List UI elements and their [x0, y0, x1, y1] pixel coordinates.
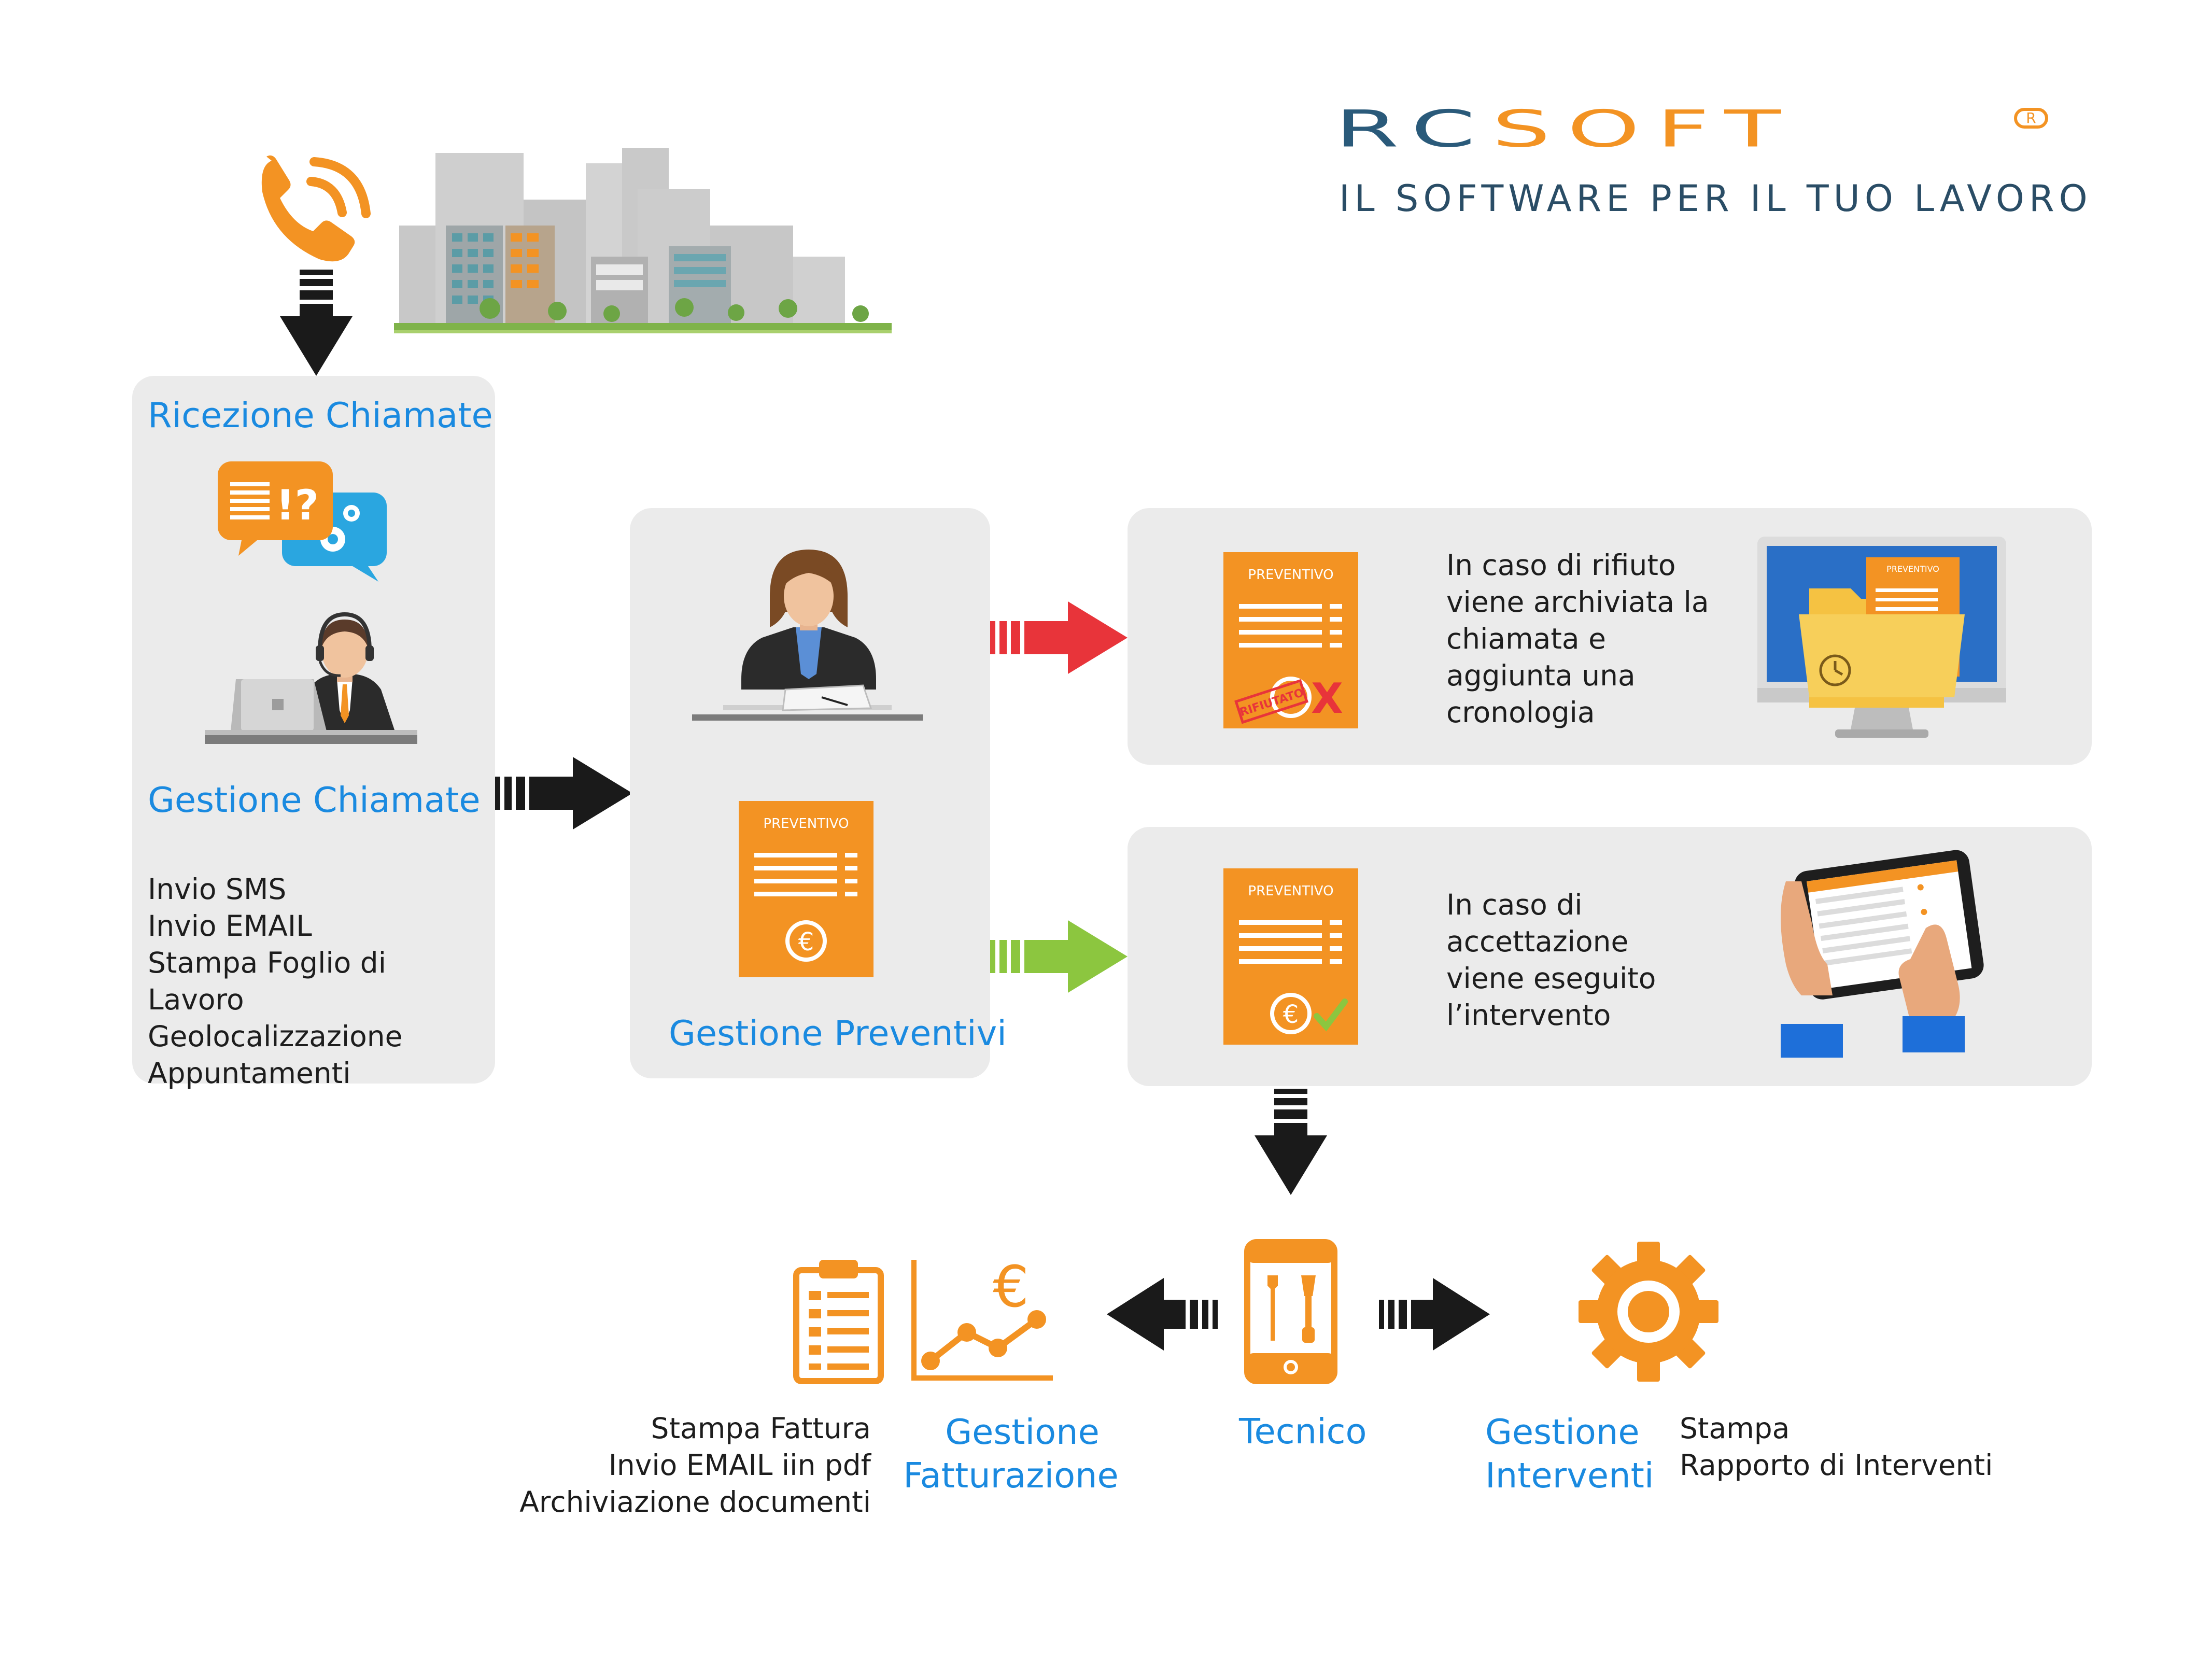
- list-item: Invio EMAIL: [148, 909, 312, 943]
- city-skyline-icon: [394, 148, 892, 333]
- description-line: accettazione: [1446, 925, 1629, 958]
- quote-document-accepted-icon: PREVENTIVO €: [1223, 868, 1358, 1045]
- interventi-title-line2: Interventi: [1485, 1455, 1654, 1496]
- gestione-preventivi-title: Gestione Preventivi: [669, 1013, 1007, 1053]
- description-line: aggiunta una: [1446, 659, 1636, 692]
- logo-part-rc: RC: [1335, 99, 1492, 159]
- list-item: Stampa Fattura: [651, 1412, 871, 1445]
- monitor-archive-icon: PREVENTIVO X: [1757, 537, 2006, 738]
- logo-registered-mark: R: [2014, 108, 2048, 129]
- logo-wordmark: RCSOFT: [1335, 104, 1797, 154]
- chiamate-feature-list: Invio SMS Invio EMAIL Stampa Foglio di L…: [148, 871, 485, 1092]
- red-arrow-rifiuto: [990, 601, 1128, 674]
- svg-text:PREVENTIVO: PREVENTIVO: [1248, 883, 1333, 899]
- green-arrow-accettazione: [990, 920, 1128, 993]
- down-arrow-phone: [280, 270, 353, 376]
- quote-document-icon: PREVENTIVO €: [739, 801, 873, 977]
- fatturazione-title-line2: Fatturazione: [903, 1455, 1119, 1496]
- accettazione-description: In caso di accettazione viene eseguito l…: [1446, 887, 1737, 1034]
- tecnico-title: Tecnico: [1239, 1411, 1367, 1452]
- description-line: viene eseguito: [1446, 962, 1656, 995]
- description-line: cronologia: [1446, 696, 1595, 729]
- description-line: viene archiviata la: [1446, 585, 1709, 618]
- list-item: Archiviazione documenti: [519, 1485, 871, 1519]
- interventi-feature-list: Stampa Rapporto di Interventi: [1680, 1410, 2042, 1484]
- fatturazione-title: Gestione Fatturazione: [903, 1410, 1143, 1497]
- description-line: chiamata e: [1446, 622, 1606, 655]
- svg-text:PREVENTIVO: PREVENTIVO: [763, 816, 849, 832]
- list-item: Stampa Foglio di Lavoro: [148, 946, 386, 1016]
- description-line: l’intervento: [1446, 999, 1611, 1032]
- interventi-title-line1: Gestione: [1485, 1412, 1640, 1452]
- logo: RCSOFT R IL SOFTWARE PER IL TUO LAVORO: [1335, 104, 2088, 223]
- right-arrow-interventi: [1379, 1278, 1490, 1351]
- right-arrow-chiamate-preventivi: [495, 757, 632, 830]
- list-item: Stampa: [1680, 1412, 1790, 1445]
- svg-text:€: €: [1283, 1000, 1299, 1029]
- svg-text:PREVENTIVO: PREVENTIVO: [1886, 564, 1939, 574]
- svg-text:!?: !?: [276, 481, 319, 529]
- logo-part-soft: SOFT: [1492, 99, 1798, 159]
- fatturazione-feature-list: Stampa Fattura Invio EMAIL iin pdf Archi…: [456, 1410, 871, 1521]
- list-item: Appuntamenti: [148, 1057, 351, 1090]
- clipboard-invoice-icon: [793, 1260, 884, 1384]
- rifiuto-description: In caso di rifiuto viene archiviata la c…: [1446, 547, 1737, 731]
- list-item: Invio SMS: [148, 873, 287, 906]
- fatturazione-title-line1: Gestione: [945, 1412, 1100, 1452]
- svg-text:€: €: [798, 927, 814, 957]
- tablet-hands-icon: [1781, 850, 1984, 1058]
- mobile-tools-icon: [1244, 1239, 1337, 1384]
- list-item: Geolocalizzazione: [148, 1020, 403, 1053]
- down-arrow-tecnico: [1255, 1089, 1327, 1195]
- description-line: In caso di: [1446, 888, 1583, 921]
- call-operator-icon: [205, 612, 417, 744]
- svg-text:PREVENTIVO: PREVENTIVO: [1248, 567, 1333, 583]
- list-item: Invio EMAIL iin pdf: [608, 1449, 871, 1482]
- euro-chart-icon: €: [911, 1254, 1053, 1381]
- svg-text:€: €: [993, 1254, 1029, 1320]
- businesswoman-icon: [692, 550, 923, 721]
- list-item: Rapporto di Interventi: [1680, 1449, 1993, 1482]
- left-arrow-fatturazione: [1107, 1278, 1218, 1351]
- chat-bubbles-icon: !?: [218, 461, 387, 582]
- description-line: In caso di rifiuto: [1446, 549, 1676, 582]
- ricezione-chiamate-title: Ricezione Chiamate: [148, 395, 493, 435]
- phone-icon: [261, 155, 371, 262]
- gear-icon: [1579, 1242, 1718, 1382]
- svg-text:X: X: [1311, 674, 1343, 723]
- logo-tagline: IL SOFTWARE PER IL TUO LAVORO: [1339, 177, 2092, 220]
- gestione-chiamate-title: Gestione Chiamate: [148, 780, 481, 820]
- quote-document-rejected-icon: PREVENTIVO RIFIUTATO X: [1223, 552, 1358, 728]
- interventi-title: Gestione Interventi: [1485, 1410, 1654, 1497]
